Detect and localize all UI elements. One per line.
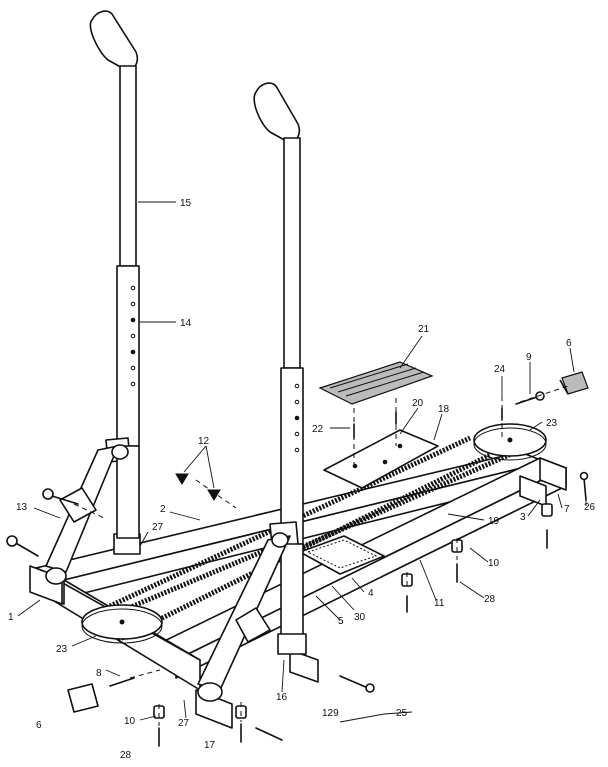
callout-23-right: 23 [546, 418, 558, 429]
handle-post-right [253, 82, 307, 655]
callout-21: 21 [418, 324, 430, 335]
callout-1: 1 [8, 612, 14, 623]
callout-22: 22 [312, 424, 324, 435]
callout-12: 12 [198, 436, 210, 447]
callout-11: 11 [434, 598, 445, 609]
bolt-left-front [6, 535, 39, 557]
callout-28-right: 28 [484, 594, 496, 605]
foot-plate-front [299, 535, 385, 575]
assembly-guides [73, 385, 569, 726]
foot-plate-rear [323, 429, 439, 489]
knobs-12 [175, 473, 221, 501]
callout-26: 26 [584, 502, 596, 513]
pulley-left [81, 604, 163, 644]
callout-14: 14 [180, 318, 192, 329]
callout-5: 5 [338, 616, 344, 627]
end-cap-bottom [67, 683, 99, 713]
callout-15: 15 [180, 198, 192, 209]
callout-6-top: 6 [566, 338, 572, 349]
callout-6-bottom: 6 [36, 720, 42, 731]
bolt-25 [339, 675, 375, 693]
callout-19: 19 [488, 516, 500, 527]
callout-17: 17 [204, 740, 216, 751]
shock-left [45, 444, 129, 585]
callout-28-left: 28 [120, 750, 132, 761]
callout-8: 8 [96, 668, 102, 679]
callout-13: 13 [16, 502, 28, 513]
callout-129: 129 [322, 708, 339, 719]
callout-3: 3 [520, 512, 526, 523]
callout-leaders [17, 201, 587, 723]
callout-16: 16 [276, 692, 288, 703]
end-cap-top [559, 371, 589, 395]
handle-post-left [89, 10, 141, 555]
shock-right [197, 532, 291, 702]
tread-pad [318, 361, 434, 405]
callout-4: 4 [368, 588, 374, 599]
bolt-26 [579, 471, 589, 501]
callout-10-right: 10 [488, 558, 500, 569]
bolt-129 [255, 727, 283, 741]
callout-27-upper: 27 [152, 522, 164, 533]
callout-10-left: 10 [124, 716, 136, 727]
drive-belts [99, 435, 522, 643]
bolt-8 [109, 677, 135, 687]
callout-7: 7 [564, 504, 570, 515]
callout-9: 9 [526, 352, 532, 363]
callout-24: 24 [494, 364, 506, 375]
callout-18: 18 [438, 404, 450, 415]
bolt-9 [515, 391, 545, 405]
pulley-right [473, 423, 547, 461]
callout-20: 20 [412, 398, 424, 409]
callout-23-left: 23 [56, 644, 68, 655]
callout-30: 30 [354, 612, 366, 623]
callout-labels: 15 14 21 6 9 24 12 22 20 18 23 13 2 27 2… [8, 198, 596, 761]
bolt-13 [42, 488, 79, 505]
callout-2: 2 [160, 504, 166, 515]
callout-27-lower: 27 [178, 718, 190, 729]
callout-25: 25 [396, 708, 408, 719]
